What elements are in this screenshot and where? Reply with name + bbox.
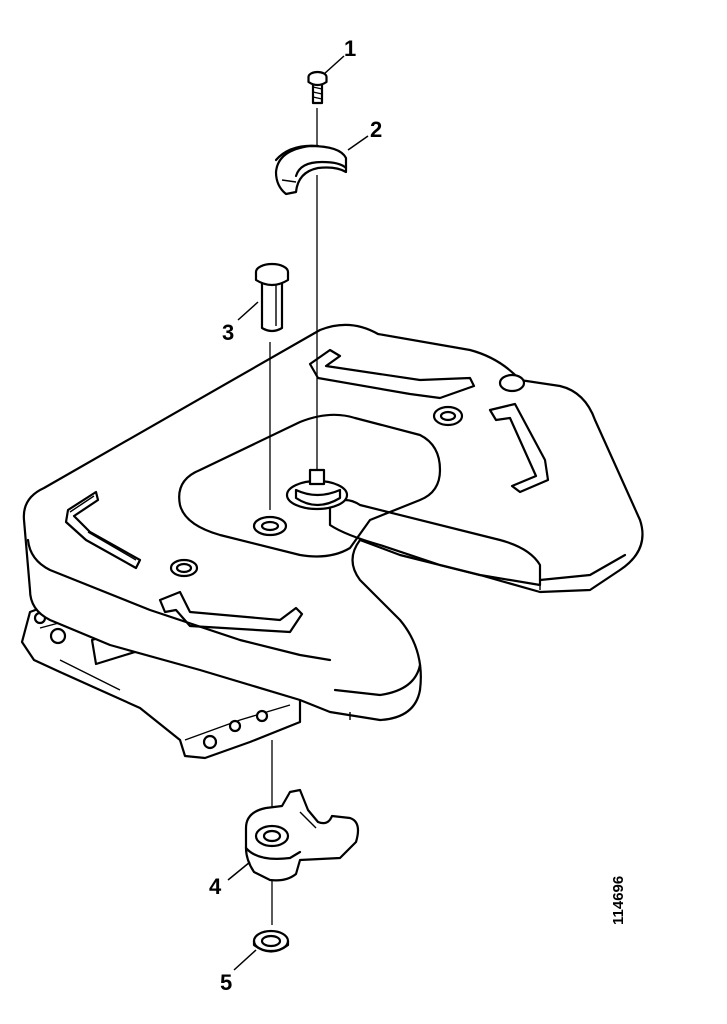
part-3-pin (254, 262, 290, 333)
part-2-half-ring (274, 144, 348, 196)
part-1-screw (307, 70, 328, 105)
part-4-lock-jaw (244, 788, 360, 882)
figure-number: 114696 (610, 876, 627, 925)
callout-4: 4 (209, 874, 222, 899)
callout-2: 2 (370, 117, 382, 142)
leader-lines (227, 55, 369, 971)
part-5-washer (252, 929, 290, 953)
assembly-axes (269, 108, 318, 925)
callout-3: 3 (222, 320, 234, 345)
coupling-plate (22, 323, 644, 722)
callout-5: 5 (220, 970, 232, 995)
callout-1: 1 (344, 36, 356, 61)
